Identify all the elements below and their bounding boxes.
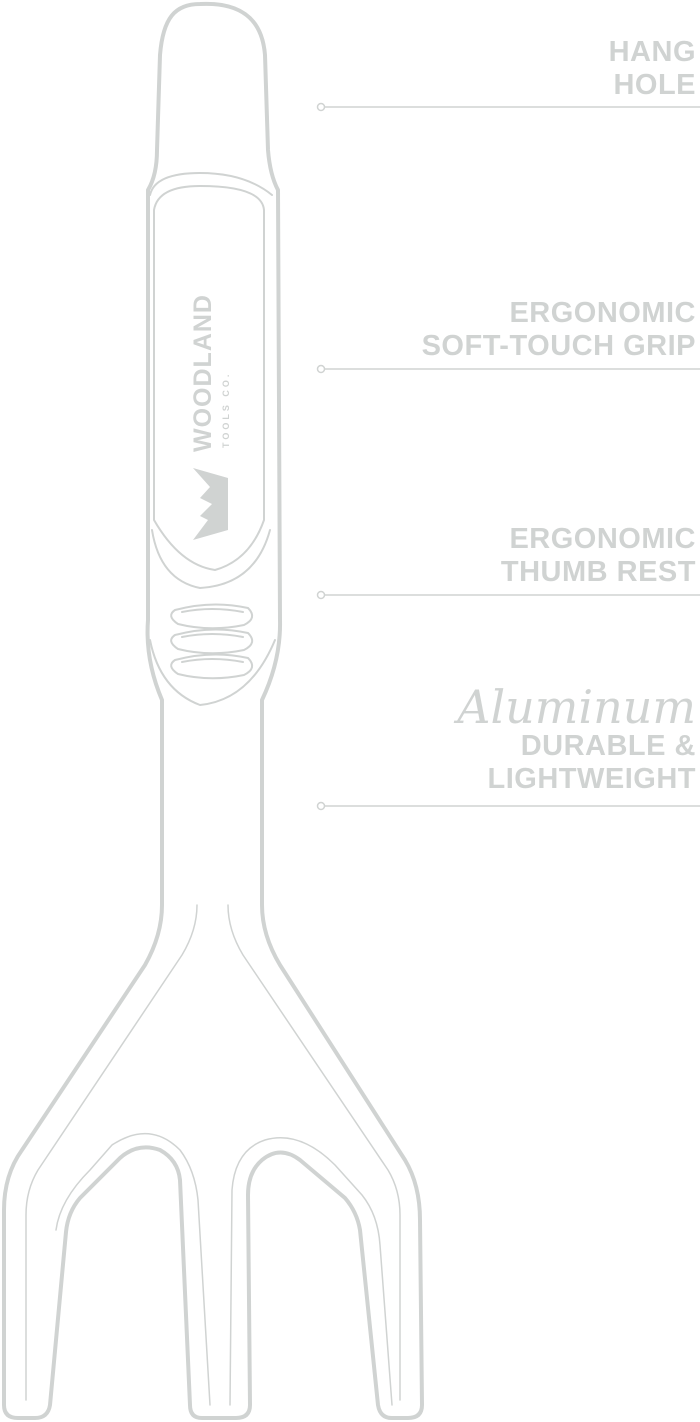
tool-outline xyxy=(2,1,424,1420)
callout-thumb-rest: ERGONOMIC THUMB REST xyxy=(500,523,696,588)
callout-soft-touch-grip: ERGONOMIC SOFT-TOUCH GRIP xyxy=(421,297,696,362)
callout-leaders xyxy=(316,102,700,811)
brand-subtitle: TOOLS CO. xyxy=(221,371,231,448)
brand-name: WOODLAND xyxy=(189,294,217,452)
callout-hang-hole: HANG HOLE xyxy=(608,36,696,101)
thumb-rest-ridges xyxy=(170,603,254,680)
aluminum-script-label: Aluminum xyxy=(457,680,696,734)
callout-aluminum: Aluminum DURABLE & LIGHTWEIGHT xyxy=(457,680,696,795)
grip-top-edge xyxy=(149,172,273,196)
grip-panel xyxy=(153,185,265,571)
woodland-logo-icon xyxy=(193,468,228,540)
